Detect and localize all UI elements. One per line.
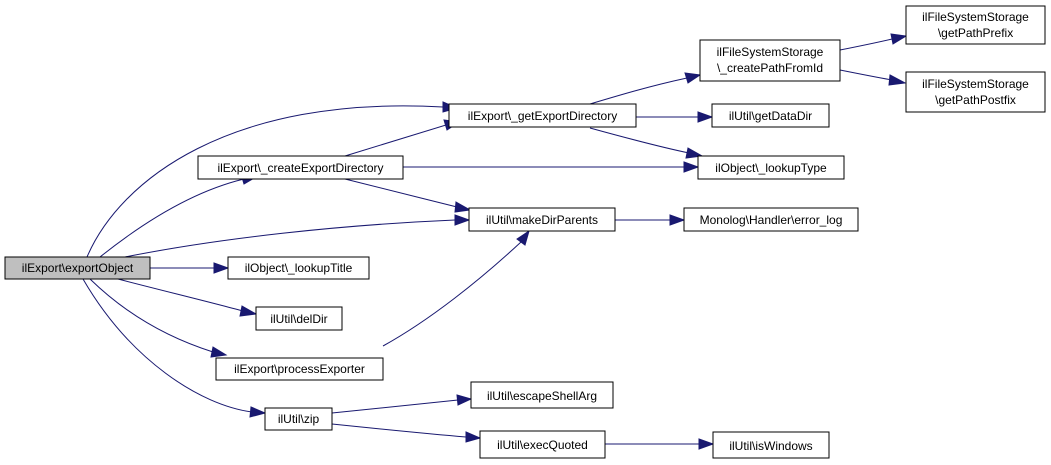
arrow-head (516, 229, 530, 246)
svg-text:\getPathPrefix: \getPathPrefix (938, 26, 1013, 40)
node-is-windows[interactable]: ilUtil\isWindows (712, 431, 830, 459)
arrow-head (888, 74, 907, 86)
node-lookup-type[interactable]: ilObject\_lookupType (697, 155, 845, 180)
node-get-path-prefix[interactable]: ilFileSystemStorage \getPathPrefix (905, 5, 1046, 45)
edge-exportobject-to-processexporter (89, 278, 214, 353)
arrow-head (239, 305, 258, 317)
arrow-head (684, 72, 702, 84)
arrow-head (454, 214, 471, 226)
svg-text:Monolog\Handler\error_log: Monolog\Handler\error_log (700, 213, 843, 227)
arrow-head (210, 346, 228, 358)
svg-text:ilUtil\escapeShellArg: ilUtil\escapeShellArg (487, 389, 597, 403)
edge-zip-to-escapeshellarg (331, 399, 459, 414)
arrow-head (454, 201, 472, 213)
svg-text:ilUtil\zip: ilUtil\zip (278, 412, 320, 426)
node-lookup-title[interactable]: ilObject\_lookupTitle (227, 256, 370, 280)
svg-text:ilObject\_lookupType: ilObject\_lookupType (715, 161, 827, 175)
node-error-log[interactable]: Monolog\Handler\error_log (683, 207, 859, 232)
edges (82, 33, 908, 450)
node-make-dir-parents[interactable]: ilUtil\makeDirParents (468, 207, 616, 232)
edge-createpathfromid-to-getpathpostfix (839, 69, 893, 81)
arrow-head (465, 431, 482, 443)
arrow-head (890, 33, 908, 45)
svg-text:ilUtil\execQuoted: ilUtil\execQuoted (497, 438, 588, 452)
svg-text:ilExport\_getExportDirectory: ilExport\_getExportDirectory (468, 109, 617, 123)
edge-zip-to-execquoted (331, 423, 467, 438)
svg-text:ilUtil\makeDirParents: ilUtil\makeDirParents (486, 213, 598, 227)
svg-text:ilUtil\isWindows: ilUtil\isWindows (729, 439, 812, 453)
svg-text:\getPathPostfix: \getPathPostfix (935, 93, 1016, 107)
node-export-object[interactable]: ilExport\exportObject (4, 256, 151, 280)
svg-text:\_createPathFromId: \_createPathFromId (717, 61, 823, 75)
edge-createexportdirectory-to-getexportdirectory (344, 124, 447, 157)
node-process-exporter[interactable]: ilExport\processExporter (215, 357, 384, 381)
svg-text:ilUtil\getDataDir: ilUtil\getDataDir (729, 109, 812, 123)
node-create-path-from-id[interactable]: ilFileSystemStorage \_createPathFromId (699, 39, 841, 82)
edge-getexportdirectory-to-lookuptype (589, 127, 690, 154)
edge-processexporter-to-makedirparents (382, 241, 522, 347)
arrow-head (213, 262, 230, 274)
edge-exportobject-to-makedirparents (124, 219, 456, 258)
svg-text:ilFileSystemStorage: ilFileSystemStorage (922, 77, 1029, 91)
svg-text:ilExport\processExporter: ilExport\processExporter (234, 362, 365, 376)
node-get-path-postfix[interactable]: ilFileSystemStorage \getPathPostfix (905, 71, 1046, 113)
edge-createexportdirectory-to-makedirparents (344, 178, 458, 208)
edge-createpathfromid-to-getpathprefix (839, 38, 893, 51)
svg-text:ilFileSystemStorage: ilFileSystemStorage (922, 10, 1029, 24)
node-create-export-directory[interactable]: ilExport\_createExportDirectory (197, 155, 404, 180)
arrow-head (669, 214, 686, 226)
node-escape-shell-arg[interactable]: ilUtil\escapeShellArg (470, 381, 614, 409)
arrow-head (683, 161, 700, 173)
node-zip[interactable]: ilUtil\zip (264, 407, 333, 431)
edge-getexportdirectory-to-createpathfromid (589, 77, 688, 105)
edge-exportobject-to-deldir (117, 278, 244, 312)
node-get-export-directory[interactable]: ilExport\_getExportDirectory (448, 103, 637, 128)
node-exec-quoted[interactable]: ilUtil\execQuoted (479, 430, 606, 459)
svg-text:ilUtil\delDir: ilUtil\delDir (270, 312, 327, 326)
svg-text:ilFileSystemStorage: ilFileSystemStorage (717, 45, 824, 59)
node-get-data-dir[interactable]: ilUtil\getDataDir (711, 103, 830, 128)
arrow-head (249, 406, 267, 418)
nodes: ilExport\exportObject ilExport\_createEx… (4, 5, 1046, 459)
arrow-head (697, 111, 714, 123)
edge-exportobject-to-zip (82, 278, 253, 413)
edge-exportobject-to-getexportdirectory (86, 105, 444, 258)
svg-text:ilExport\_createExportDirector: ilExport\_createExportDirectory (217, 161, 383, 175)
edge-exportobject-to-createexportdirectory (99, 178, 245, 258)
arrow-head (698, 438, 715, 450)
node-del-dir[interactable]: ilUtil\delDir (255, 306, 343, 331)
arrow-head (456, 394, 473, 406)
svg-text:ilExport\exportObject: ilExport\exportObject (22, 261, 134, 275)
svg-text:ilObject\_lookupTitle: ilObject\_lookupTitle (245, 261, 353, 275)
